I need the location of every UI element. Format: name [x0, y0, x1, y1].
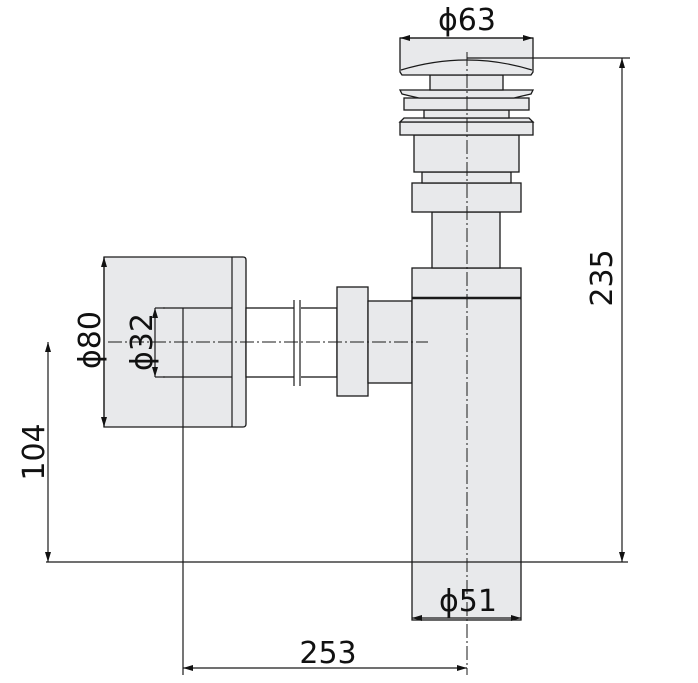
- dim-total-height: 235: [585, 249, 620, 306]
- dim-outlet-height: 104: [17, 423, 52, 480]
- waste-cap: [399, 37, 630, 76]
- dim-outlet-depth: 253: [299, 636, 356, 671]
- dim-pipe-diameter: ϕ32: [125, 313, 160, 371]
- dim-rosette-diameter: ϕ80: [73, 311, 108, 369]
- outlet-pipe: [245, 300, 338, 386]
- dimension-lines: [45, 35, 628, 675]
- dim-cap-diameter: ϕ63: [438, 3, 496, 38]
- dim-body-diameter: ϕ51: [439, 584, 497, 619]
